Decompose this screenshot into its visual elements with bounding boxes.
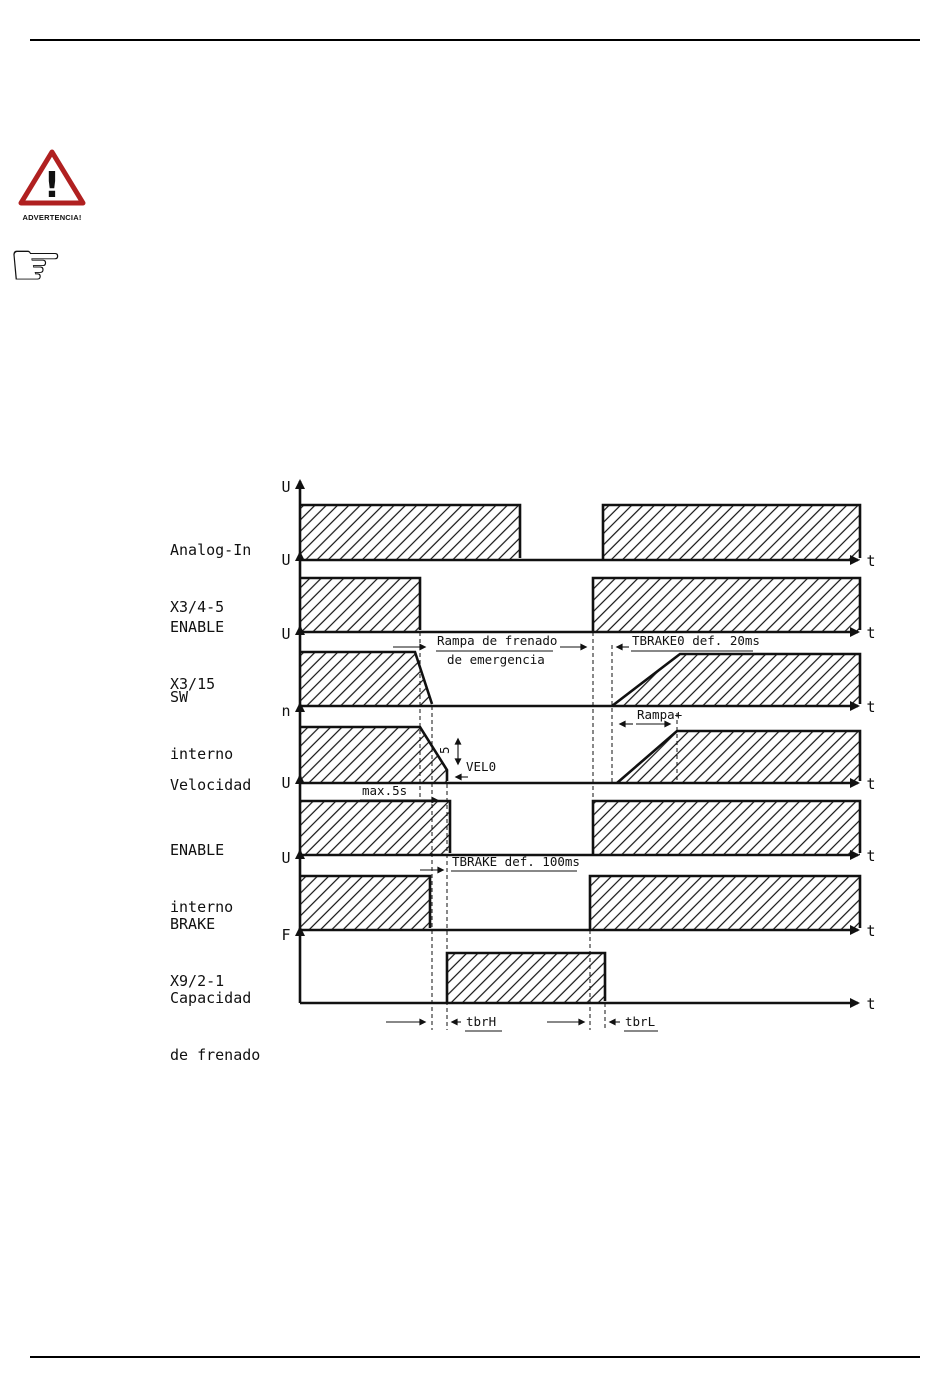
signal-label-line: X3/4-5 <box>170 598 225 616</box>
signal-label-capacidad: Capacidad de frenado <box>170 951 260 1103</box>
signal-label-line: BRAKE <box>170 915 216 933</box>
annotation-vel0: VEL0 <box>466 759 496 774</box>
signal-label-line: SW <box>170 688 189 706</box>
annotation-tbrake0: TBRAKE0 def. 20ms <box>632 633 760 648</box>
y-axis-label: n <box>281 702 290 720</box>
x-axis-label: t <box>866 775 875 793</box>
annotation-ramp-line1: Rampa de frenado <box>437 633 557 648</box>
signal-trace-analog-in: U t <box>281 478 875 570</box>
signal-trace-capacidad: F t <box>281 926 876 1013</box>
signal-trace-enable-x3: U t <box>281 551 876 642</box>
annotation-tbrl: tbrL <box>625 1014 655 1029</box>
signal-label-line: ENABLE <box>170 841 225 859</box>
annotations: Rampa de frenado de emergencia TBRAKE0 d… <box>360 633 760 1032</box>
annotation-ramp-line2: de emergencia <box>447 652 545 667</box>
signal-trace-enable-interno: U t <box>281 774 876 865</box>
signal-label-enable-x3: ENABLE X3/15 <box>170 580 224 732</box>
x-axis-label: t <box>866 922 875 940</box>
warning-icon: ! ADVERTENCIA! <box>16 148 88 222</box>
x-axis-label: t <box>866 698 875 716</box>
signal-label-sw-interno: SW interno <box>170 650 233 802</box>
annotation-max5s: max.5s <box>362 783 407 798</box>
x-axis-label: t <box>866 552 875 570</box>
warning-triangle-icon: ! <box>18 149 86 206</box>
y-axis-label: U <box>281 478 290 496</box>
signal-trace-brake: U t <box>281 849 876 940</box>
warning-exclamation: ! <box>44 165 60 206</box>
annotation-tbrake: TBRAKE def. 100ms <box>452 854 580 869</box>
y-axis-label: U <box>281 625 290 643</box>
signal-label-line: interno <box>170 745 234 763</box>
dashed-guides <box>419 632 678 1030</box>
signal-label-line: X3/15 <box>170 675 216 693</box>
signal-label-analog-in: Analog-In X3/4-5 <box>170 503 251 655</box>
signal-label-line: interno <box>170 898 234 916</box>
annotation-tbrh: tbrH <box>466 1014 496 1029</box>
pointer-hand-icon: ☞ <box>8 228 64 301</box>
signal-trace-sw-interno: U t <box>281 625 876 716</box>
x-axis-label: t <box>866 624 875 642</box>
y-axis-label: U <box>281 849 290 867</box>
annotation-five-percent: 5 <box>437 746 452 754</box>
x-axis-label: t <box>866 995 875 1013</box>
annotation-rampa-plus: Rampa+ <box>637 707 682 722</box>
signal-label-velocidad: Velocidad <box>170 738 251 833</box>
signal-trace-velocidad: n t <box>281 702 876 793</box>
signal-label-line: X9/2-1 <box>170 972 225 990</box>
signal-label-line: de frenado <box>170 1046 261 1064</box>
signal-label-line: ENABLE <box>170 618 225 636</box>
signal-label-line: Analog-In <box>170 541 252 559</box>
footer-rule <box>30 1356 920 1358</box>
signal-label-enable-interno: ENABLE interno <box>170 803 233 955</box>
header-rule <box>30 39 920 41</box>
x-axis-label: t <box>866 847 875 865</box>
signal-label-brake: BRAKE X9/2-1 <box>170 877 224 1029</box>
y-axis-label: F <box>281 926 290 944</box>
y-axis-label: U <box>281 774 290 792</box>
signal-label-line: Velocidad <box>170 776 252 794</box>
y-axis-label: U <box>281 551 290 569</box>
warning-label: ADVERTENCIA! <box>22 213 82 222</box>
signal-label-line: Capacidad <box>170 989 252 1007</box>
